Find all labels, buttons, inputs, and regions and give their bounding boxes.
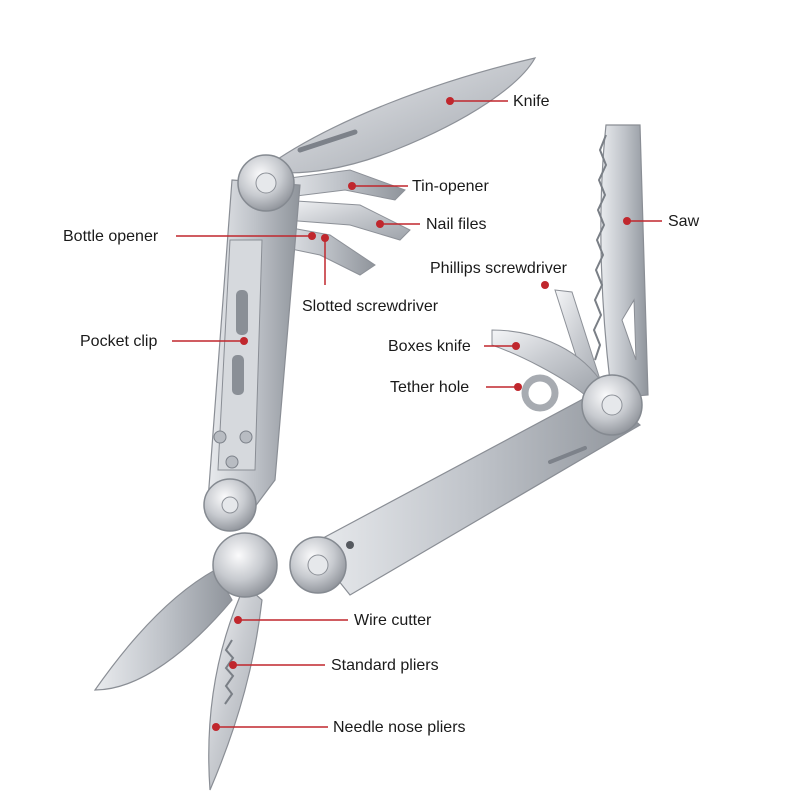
- pocket-clip-shape: [217, 239, 263, 471]
- label-nail-files: Nail files: [426, 216, 487, 233]
- plier-pivot: [212, 532, 278, 598]
- label-slotted: Slotted screwdriver: [302, 298, 439, 315]
- label-tether-hole: Tether hole: [390, 379, 470, 396]
- label-knife: Knife: [513, 93, 550, 110]
- callout-boxes-knife: [484, 342, 520, 350]
- knife-blade: [260, 57, 537, 174]
- tether-ring: [521, 374, 559, 412]
- callout-tether-hole: [486, 383, 522, 391]
- plier-jaw-right: [208, 584, 263, 791]
- callout-bottle-opener: [176, 232, 316, 240]
- label-needle-nose: Needle nose pliers: [333, 719, 466, 736]
- label-bottle-opener: Bottle opener: [63, 228, 159, 245]
- callout-standard-pliers: [229, 661, 325, 669]
- label-wire-cutter: Wire cutter: [354, 612, 432, 629]
- label-tin-opener: Tin-opener: [412, 178, 489, 195]
- callout-knife: [446, 97, 508, 105]
- callout-tin-opener: [348, 182, 408, 190]
- label-saw: Saw: [668, 213, 700, 230]
- callout-phillips: [541, 281, 549, 289]
- callout-wire-cutter: [234, 616, 348, 624]
- label-phillips: Phillips screwdriver: [430, 260, 567, 277]
- label-boxes-knife: Boxes knife: [388, 338, 471, 355]
- label-standard-pliers: Standard pliers: [331, 657, 439, 674]
- callout-saw: [623, 217, 662, 225]
- callout-pocket-clip: [172, 337, 248, 345]
- callout-slotted: [321, 234, 329, 285]
- plier-jaw-left: [93, 569, 233, 691]
- callout-nail-files: [376, 220, 420, 228]
- label-pocket-clip: Pocket clip: [80, 333, 158, 350]
- callout-needle-nose: [212, 723, 328, 731]
